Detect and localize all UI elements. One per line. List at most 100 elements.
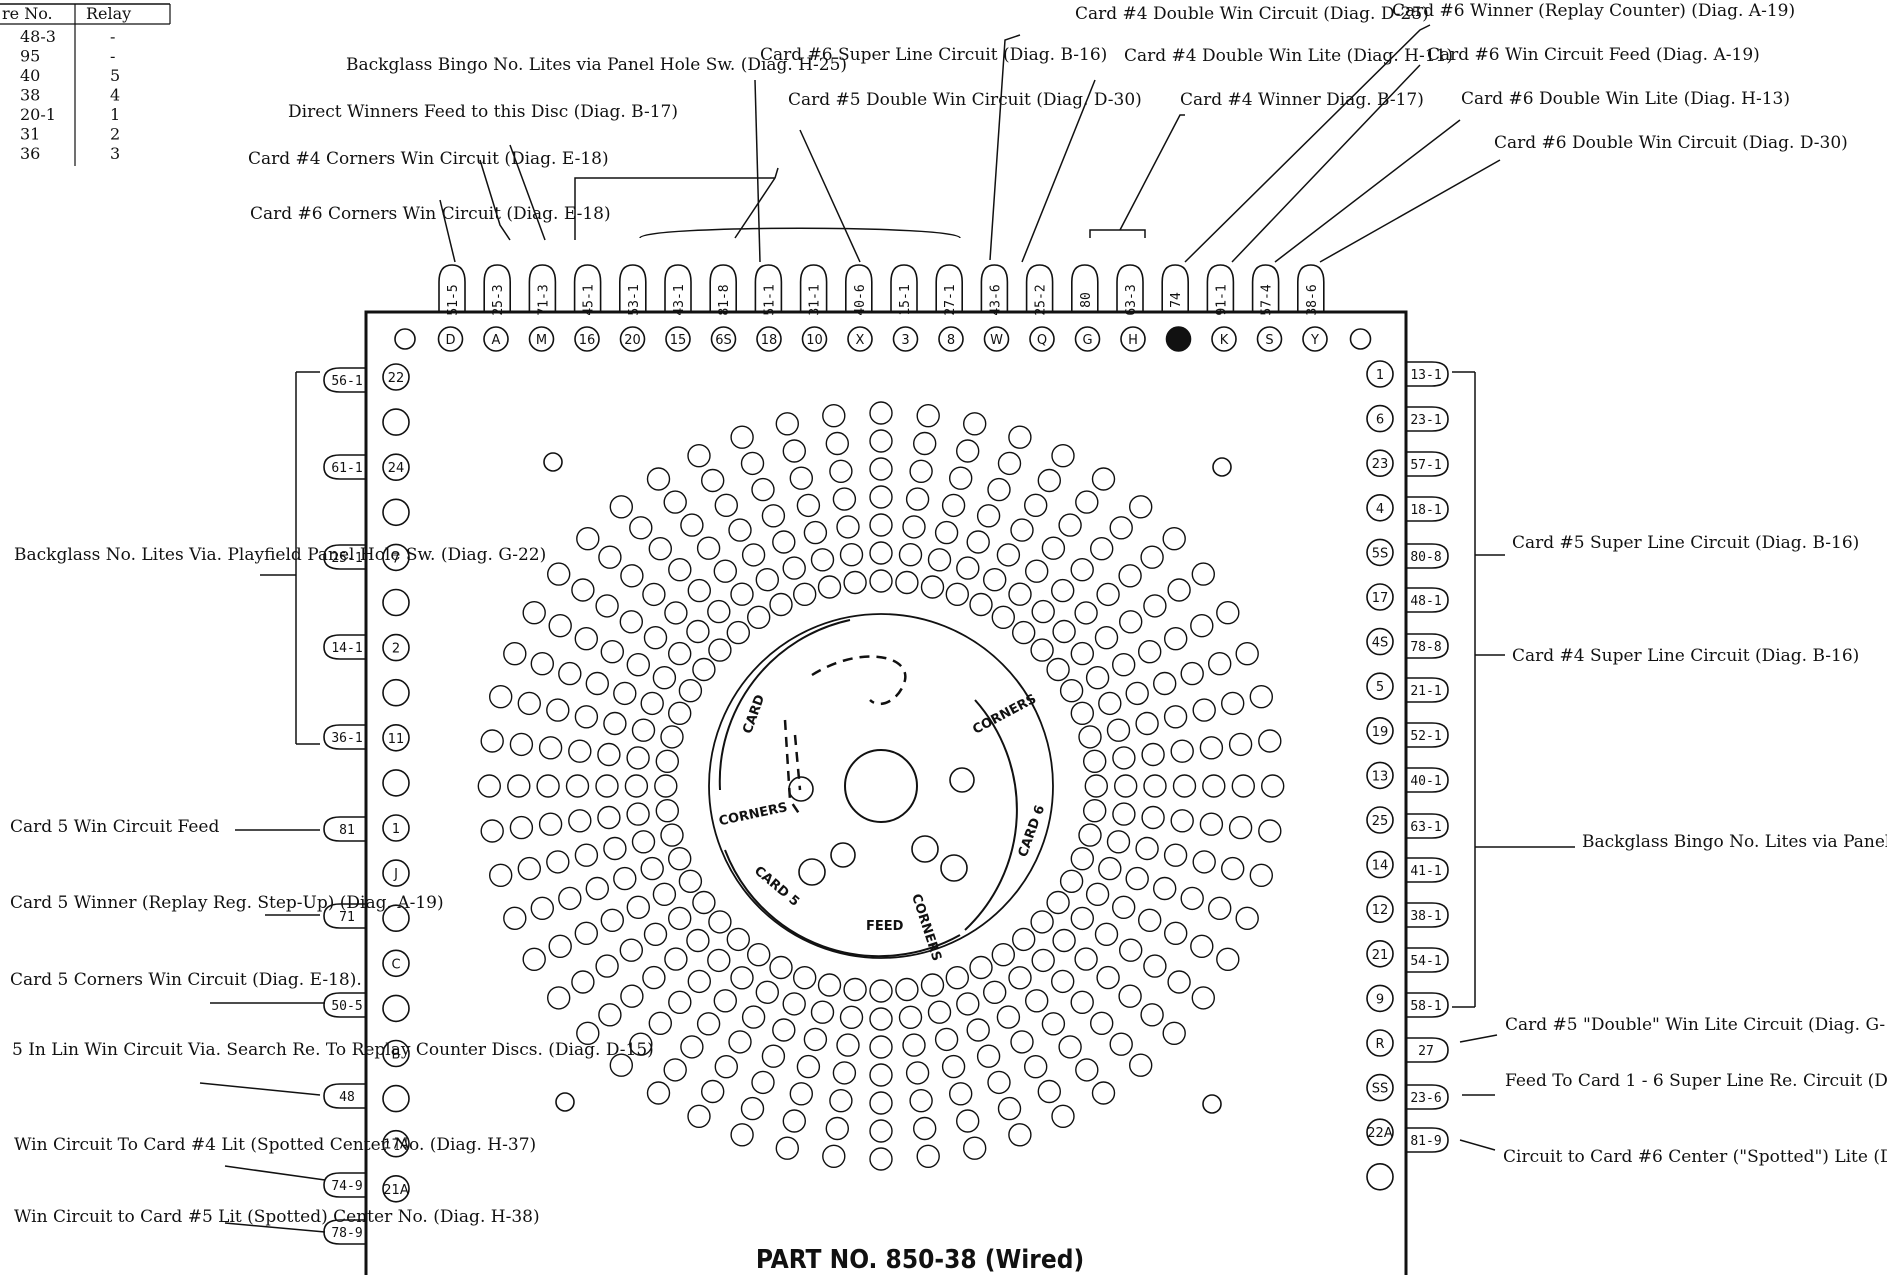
contact-circle [660, 725, 684, 749]
hub-small-hole [830, 842, 856, 868]
contact-circle [631, 830, 656, 854]
side-tab-label: 81 [339, 823, 355, 838]
side-tab-label: 14-1 [331, 641, 362, 656]
hole-label: 6S [715, 333, 732, 348]
contact-circle [1118, 938, 1143, 962]
contact-circle [1070, 990, 1094, 1014]
contact-circle [1050, 578, 1075, 603]
label-win-circuit-card4: Win Circuit To Card #4 Lit (Spotted Cent… [14, 1135, 536, 1155]
contact-circle [1180, 886, 1204, 911]
label-backglass-playfield: Backglass No. Lites Via. Playfield Panel… [14, 545, 546, 565]
contact-circle [598, 545, 622, 569]
side-tab: 78-8 [1406, 633, 1449, 659]
contact-circle [600, 640, 624, 664]
contact-circle [934, 1027, 959, 1052]
contact-circle [836, 515, 860, 539]
contact-circle [1070, 558, 1094, 582]
side-tab-label: 50-5 [331, 999, 362, 1014]
contact-circle [668, 701, 692, 725]
hole-outline [1366, 939, 1394, 968]
label-card5-super-line: Card #5 Super Line Circuit (Diag. B-16) [1512, 533, 1859, 553]
right-annotations: Card #5 Super Line Circuit (Diag. B-16) … [1503, 533, 1887, 1167]
contact-circle [905, 1061, 930, 1085]
top-tab: 15-1 [890, 264, 918, 316]
tab-outline [1406, 767, 1449, 793]
hole-outline [983, 326, 1010, 352]
tab-outline [323, 816, 366, 842]
top-tab: 25-2 [1025, 264, 1054, 316]
top-hole: 10 [801, 326, 828, 352]
contact-circle [546, 698, 570, 722]
contact-circle [477, 774, 501, 798]
contact-circle [1051, 444, 1075, 468]
contact-circle [1082, 749, 1107, 773]
contact-circle [1070, 847, 1095, 871]
contact-circle [920, 973, 945, 997]
contact-circle [654, 774, 678, 798]
top-tab-label: 31-1 [808, 284, 823, 315]
contact-circle [1046, 657, 1070, 682]
contact-circle [568, 739, 592, 763]
hole-outline [437, 326, 464, 352]
contact-circle [1024, 559, 1049, 583]
top-tab: 43-1 [664, 264, 692, 316]
hole-outline [710, 326, 737, 352]
contact-circle [1052, 619, 1076, 644]
top-tab-label: 91-1 [1214, 284, 1229, 315]
contact-circle [782, 556, 806, 580]
contact-circle [643, 626, 668, 650]
contact-circle [1024, 989, 1049, 1013]
contact-circle [664, 601, 688, 625]
contact-circle [956, 556, 980, 580]
side-tab: 25-1 [323, 544, 366, 570]
hole-label: 18 [761, 333, 778, 348]
contact-circle [1058, 513, 1082, 537]
side-hole: 22A [1366, 1118, 1394, 1146]
side-tab-label: 36-1 [331, 731, 362, 746]
hole-label: 19 [1372, 725, 1389, 740]
tab-outline [1406, 947, 1449, 973]
dashed-wire [793, 734, 802, 791]
label-backglass-bingo-right: Backglass Bingo No. Lites via Panel Hole… [1582, 832, 1887, 852]
tab-outline [1406, 677, 1449, 703]
contact-circle [963, 412, 987, 436]
hole-label: 4 [1376, 502, 1384, 517]
contact-circle [1180, 661, 1204, 686]
part-number: PART NO. 850-38 (Wired) [756, 1245, 1084, 1275]
hole-outline [1256, 326, 1283, 352]
top-hole: Q [1029, 326, 1055, 352]
top-tab-label: 80 [1079, 292, 1094, 308]
hole-outline [382, 633, 410, 662]
side-hole: 12 [1366, 895, 1394, 924]
relay-table-cell: 31 [20, 125, 40, 144]
contact-circle [1008, 582, 1032, 606]
contact-circle [987, 1070, 1011, 1095]
top-tab: 27-1 [935, 264, 963, 316]
tab-outline [323, 634, 366, 660]
contact-circle [668, 847, 692, 871]
hole-label: Q [1037, 333, 1047, 348]
top-hole: K [1211, 326, 1237, 352]
side-hole [382, 1084, 410, 1113]
hub-ring [708, 613, 1054, 959]
label-card6-winner: Card #6 Winner (Replay Counter) (Diag. A… [1392, 1, 1795, 21]
contact-circle [730, 425, 754, 449]
contact-circle [1125, 866, 1149, 891]
contact-circle [1052, 928, 1076, 953]
label-card6-win-circuit-feed: Card #6 Win Circuit Feed (Diag. A-19) [1427, 45, 1760, 65]
contact-circle [1109, 1032, 1133, 1056]
contact-circle [963, 1136, 987, 1160]
leader-lines [199, 24, 1575, 1233]
hole-label: 2 [392, 642, 400, 657]
contact-circle [869, 457, 893, 481]
top-hole: 6S [710, 326, 737, 352]
contact-circle [613, 681, 637, 706]
tab-outline [323, 367, 366, 393]
tab-outline [1406, 813, 1449, 839]
contact-circle [687, 969, 711, 994]
side-hole: 4S [1366, 627, 1394, 656]
top-hole: 20 [619, 326, 646, 352]
contact-circle [603, 836, 627, 861]
top-tab-label: 38-6 [1305, 284, 1320, 315]
top-tab: 91-1 [1206, 264, 1235, 316]
